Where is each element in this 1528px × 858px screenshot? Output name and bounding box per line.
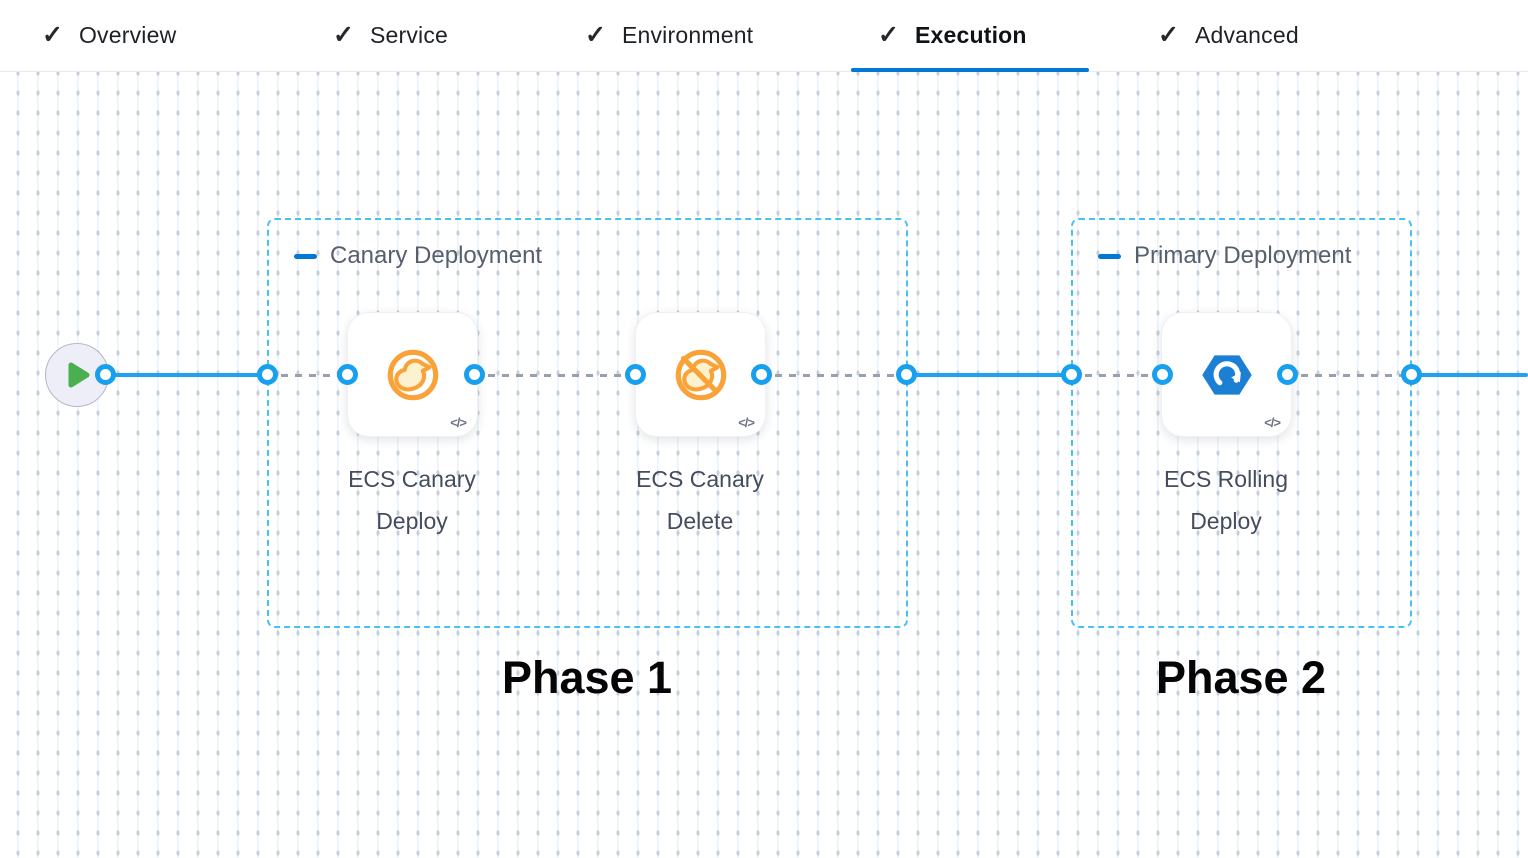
- tab-environment[interactable]: ✓ Environment: [585, 0, 753, 71]
- canary-bird-slash-icon: [675, 349, 726, 400]
- check-icon: ✓: [1158, 21, 1179, 49]
- play-icon: [68, 362, 90, 388]
- connector-port[interactable]: [337, 364, 358, 385]
- step-label: ECS Rolling Deploy: [1164, 466, 1288, 534]
- tab-service[interactable]: ✓ Service: [333, 0, 448, 71]
- group-collapse-header[interactable]: Canary Deployment: [294, 242, 542, 270]
- connector-port[interactable]: [1061, 364, 1082, 385]
- active-tab-underline: [851, 68, 1089, 72]
- group-title: Primary Deployment: [1134, 242, 1352, 269]
- phase-label: Phase 2: [1155, 652, 1327, 703]
- tab-label: Execution: [914, 22, 1027, 48]
- check-icon: ✓: [42, 21, 63, 49]
- check-icon: ✓: [585, 21, 606, 49]
- dashed-flow-line: [474, 374, 635, 377]
- step-label: ECS Canary Deploy: [348, 466, 476, 534]
- flow-line: [906, 373, 1071, 377]
- step-group-primary-deployment: Primary Deployment: [1071, 218, 1412, 628]
- pipeline-canvas[interactable]: Canary Deployment Primary Deployment: [0, 72, 1528, 858]
- connector-port[interactable]: [1401, 364, 1422, 385]
- connector-port[interactable]: [625, 364, 646, 385]
- dashed-flow-line: [1071, 374, 1162, 377]
- code-icon[interactable]: </>: [450, 415, 467, 430]
- stage-config-tabbar: ✓ Overview ✓ Service ✓ Environment ✓ Exe…: [0, 0, 1528, 72]
- connector-port[interactable]: [257, 364, 278, 385]
- group-title: Canary Deployment: [330, 242, 543, 269]
- collapse-minus-icon[interactable]: [1098, 253, 1121, 259]
- connector-port[interactable]: [1152, 364, 1173, 385]
- dashed-flow-line: [267, 374, 347, 377]
- step-node-ecs-canary-deploy[interactable]: </>: [347, 312, 478, 437]
- tab-label: Overview: [78, 22, 177, 48]
- tab-label: Advanced: [1194, 22, 1299, 48]
- phase-label: Phase 1: [501, 652, 673, 703]
- connector-port[interactable]: [1277, 364, 1298, 385]
- step-group-canary-deployment: Canary Deployment: [267, 218, 908, 628]
- connector-port[interactable]: [896, 364, 917, 385]
- tab-label: Environment: [621, 22, 754, 48]
- connector-port[interactable]: [95, 364, 116, 385]
- dashed-flow-line: [761, 374, 906, 377]
- flow-line: [1411, 373, 1528, 377]
- step-label: ECS Canary Delete: [636, 466, 764, 534]
- code-icon[interactable]: </>: [1264, 415, 1281, 430]
- tab-advanced[interactable]: ✓ Advanced: [1158, 0, 1299, 71]
- ecs-hexagon-rolling-icon: [1201, 354, 1252, 395]
- connector-port[interactable]: [464, 364, 485, 385]
- connector-port[interactable]: [751, 364, 772, 385]
- step-node-ecs-canary-delete[interactable]: </>: [635, 312, 766, 437]
- tab-label: Service: [369, 22, 449, 48]
- tab-execution[interactable]: ✓ Execution: [878, 0, 1027, 71]
- collapse-minus-icon[interactable]: [294, 253, 317, 259]
- group-collapse-header[interactable]: Primary Deployment: [1098, 242, 1351, 270]
- check-icon: ✓: [333, 21, 354, 49]
- dashed-flow-line: [1287, 374, 1411, 377]
- code-icon[interactable]: </>: [738, 415, 755, 430]
- check-icon: ✓: [878, 21, 899, 49]
- tab-overview[interactable]: ✓ Overview: [42, 0, 176, 71]
- flow-line: [105, 373, 267, 377]
- canary-bird-icon: [387, 349, 438, 400]
- step-node-ecs-rolling-deploy[interactable]: </>: [1161, 312, 1292, 437]
